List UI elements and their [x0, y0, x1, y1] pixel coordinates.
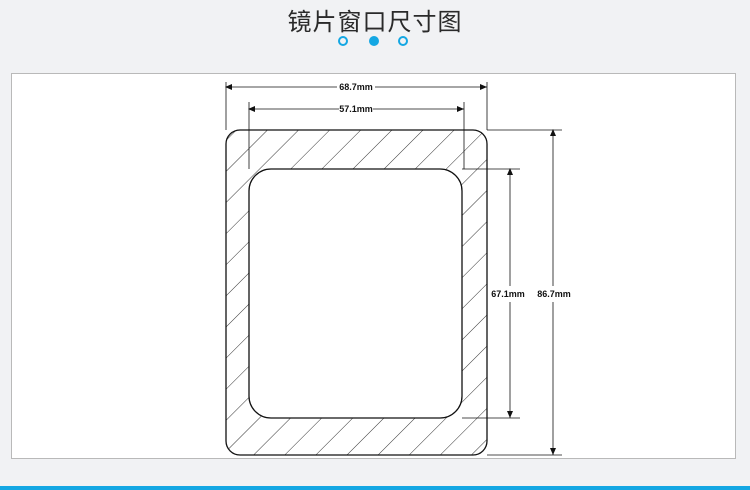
carousel-dot-3[interactable]: [398, 36, 408, 46]
carousel-dot-1[interactable]: [338, 36, 348, 46]
window-inner-outline: [248, 168, 463, 419]
lens-window-diagram-panel: 68.7mm 57.1mm 67.1mm 86.7mm: [11, 73, 736, 459]
lens-window-diagram: 68.7mm 57.1mm 67.1mm 86.7mm: [225, 82, 571, 456]
frame-outer-outline: [225, 129, 488, 456]
inner-width-label: 57.1mm: [339, 104, 373, 114]
frame-hatching: [226, 130, 487, 455]
outer-height-label: 86.7mm: [537, 289, 571, 299]
carousel-dot-indicator: [0, 36, 750, 50]
outer-width-label: 68.7mm: [339, 82, 373, 92]
page-title: 镜片窗口尺寸图: [287, 8, 463, 36]
bottom-accent-bar: [0, 486, 750, 490]
inner-height-label: 67.1mm: [491, 289, 525, 299]
carousel-dot-2-active[interactable]: [369, 36, 379, 46]
